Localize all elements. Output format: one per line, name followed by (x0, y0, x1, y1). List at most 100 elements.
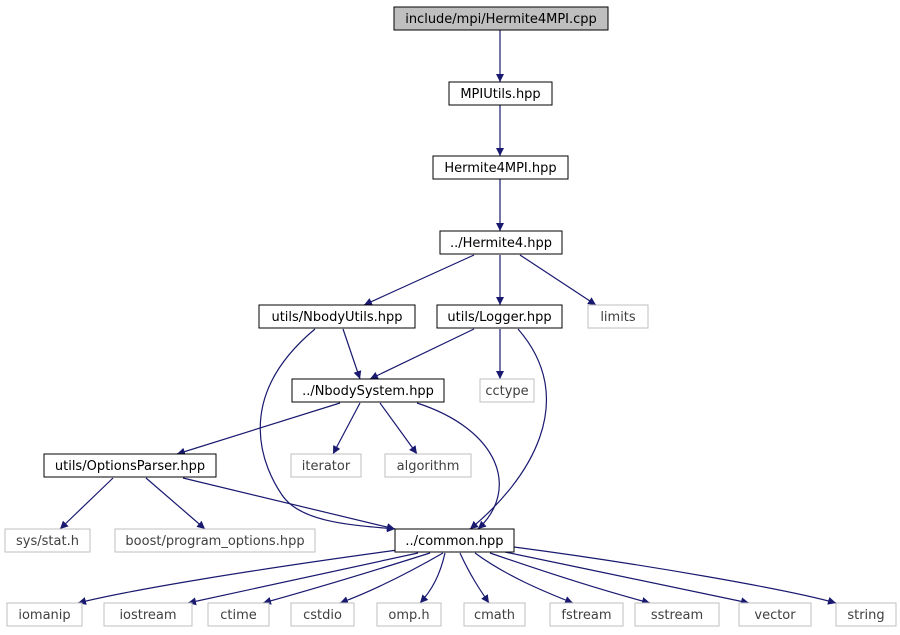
node-box-cstdio (290, 602, 355, 627)
edge-common-to-sstream (489, 552, 651, 605)
node-box-fstream (549, 602, 624, 627)
node-box-sstream (634, 602, 720, 627)
node-hermite4mpi[interactable]: Hermite4MPI.hpp (432, 155, 569, 180)
node-box-root (393, 6, 609, 31)
node-box-iostream (103, 602, 193, 627)
node-label-common: ../common.hpp (405, 534, 503, 549)
node-fstream[interactable]: fstream (549, 602, 624, 627)
node-box-cctype (479, 378, 535, 403)
node-box-optionsparser (43, 453, 217, 478)
node-ctime[interactable]: ctime (207, 602, 270, 627)
node-cmath[interactable]: cmath (463, 602, 526, 627)
node-cctype[interactable]: cctype (479, 378, 535, 403)
node-box-algorithm (384, 453, 472, 478)
edge-nbodysystem-to-algorithm (379, 402, 418, 455)
node-label-ctime: ctime (220, 608, 257, 623)
node-sysstat[interactable]: sys/stat.h (4, 528, 91, 553)
node-label-string: string (847, 608, 884, 623)
node-vector[interactable]: vector (738, 602, 812, 627)
edge-common-to-ctime (262, 552, 431, 605)
node-algorithm[interactable]: algorithm (384, 453, 472, 478)
node-label-nbodysystem: ../NbodySystem.hpp (302, 384, 434, 399)
node-label-root: include/mpi/Hermite4MPI.cpp (405, 12, 597, 27)
node-sstream[interactable]: sstream (634, 602, 720, 627)
edge-hermite4-to-limits (519, 254, 597, 306)
node-common[interactable]: ../common.hpp (394, 528, 515, 553)
node-box-boostpo (114, 528, 316, 553)
node-label-sysstat: sys/stat.h (16, 534, 79, 549)
node-box-iterator (290, 453, 362, 478)
node-optionsparser[interactable]: utils/OptionsParser.hpp (43, 453, 217, 478)
node-box-nbodysystem (291, 378, 445, 403)
node-label-mpiutils: MPIUtils.hpp (460, 87, 540, 102)
node-box-sysstat (4, 528, 91, 553)
edge-nbodysystem-to-common (416, 402, 500, 530)
node-box-nbodyutils (258, 304, 416, 329)
node-label-algorithm: algorithm (397, 459, 460, 474)
node-box-logger (436, 304, 563, 329)
node-label-cctype: cctype (485, 384, 528, 399)
node-label-iterator: iterator (302, 459, 351, 474)
edge-common-to-fstream (474, 552, 574, 604)
edge-nbodyutils-to-common (259, 328, 396, 533)
edge-optionsparser-to-sysstat (59, 477, 114, 530)
node-box-common (394, 528, 515, 553)
node-label-iostream: iostream (119, 608, 176, 623)
node-label-boostpo: boost/program_options.hpp (125, 534, 304, 549)
edge-nbodysystem-to-optionsparser (176, 402, 341, 456)
node-box-ctime (207, 602, 270, 627)
node-label-fstream: fstream (561, 608, 611, 623)
node-label-iomanip: iomanip (18, 608, 70, 623)
edge-optionsparser-to-boostpo (145, 477, 206, 530)
node-iterator[interactable]: iterator (290, 453, 362, 478)
edge-common-to-iomanip (77, 548, 406, 605)
node-nbodysystem[interactable]: ../NbodySystem.hpp (291, 378, 445, 403)
node-label-cmath: cmath (474, 608, 515, 623)
edge-optionsparser-to-common (182, 477, 396, 532)
node-box-vector (738, 602, 812, 627)
edge-common-to-cmath (459, 552, 490, 604)
node-box-limits (587, 304, 649, 329)
node-label-hermite4mpi: Hermite4MPI.hpp (444, 161, 556, 176)
node-label-cstdio: cstdio (303, 608, 342, 623)
node-mpiutils[interactable]: MPIUtils.hpp (448, 81, 553, 106)
node-hermite4[interactable]: ../Hermite4.hpp (439, 230, 563, 255)
node-box-hermite4mpi (432, 155, 569, 180)
edge-common-to-cstdio (339, 552, 444, 604)
node-label-limits: limits (600, 310, 636, 325)
edge-common-to-omph (419, 552, 446, 604)
edge-nbodysystem-to-iterator (332, 402, 361, 455)
node-label-nbodyutils: utils/NbodyUtils.hpp (271, 310, 402, 325)
node-string[interactable]: string (835, 602, 897, 627)
node-iomanip[interactable]: iomanip (6, 602, 83, 627)
node-omph[interactable]: omp.h (376, 602, 442, 627)
edge-logger-to-common (469, 328, 547, 530)
edge-common-to-vector (504, 551, 750, 606)
edge-hermite4-to-nbodyutils (363, 254, 475, 306)
node-nbodyutils[interactable]: utils/NbodyUtils.hpp (258, 304, 416, 329)
node-label-omph: omp.h (388, 608, 429, 623)
node-boostpo[interactable]: boost/program_options.hpp (114, 528, 316, 553)
node-label-logger: utils/Logger.hpp (447, 310, 551, 325)
node-box-cmath (463, 602, 526, 627)
node-box-iomanip (6, 602, 83, 627)
edge-nbodyutils-to-nbodysystem (342, 328, 362, 380)
nodes-layer: include/mpi/Hermite4MPI.cppMPIUtils.hppH… (4, 6, 897, 627)
node-box-mpiutils (448, 81, 553, 106)
node-iostream[interactable]: iostream (103, 602, 193, 627)
node-box-omph (376, 602, 442, 627)
node-label-sstream: sstream (651, 608, 703, 623)
node-box-hermite4 (439, 230, 563, 255)
node-label-hermite4: ../Hermite4.hpp (450, 236, 552, 251)
node-logger[interactable]: utils/Logger.hpp (436, 304, 563, 329)
node-box-string (835, 602, 897, 627)
edge-common-to-iostream (187, 552, 419, 606)
edge-common-to-string (513, 546, 837, 605)
node-limits[interactable]: limits (587, 304, 649, 329)
edges-layer (59, 30, 837, 606)
node-label-vector: vector (754, 608, 796, 623)
edge-logger-to-nbodysystem (369, 328, 475, 380)
node-cstdio[interactable]: cstdio (290, 602, 355, 627)
node-root[interactable]: include/mpi/Hermite4MPI.cpp (393, 6, 609, 31)
